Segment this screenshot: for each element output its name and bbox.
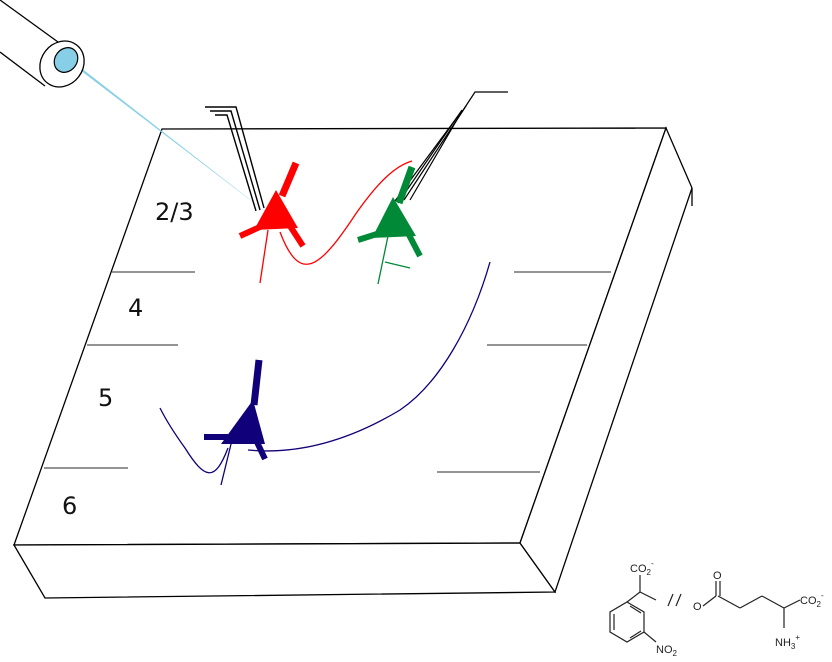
- layer-label-2-3: 2/3: [155, 198, 194, 226]
- electrode-left: [205, 106, 265, 212]
- caged-glutamate-structure: [609, 575, 801, 643]
- neuron-blue: [159, 261, 491, 486]
- blue-soma: [221, 400, 265, 444]
- slice-side-face: [519, 126, 693, 594]
- red-soma: [254, 190, 298, 230]
- objective-body-top: [0, 0, 59, 43]
- bond-ca-co2: [783, 599, 801, 609]
- slice-front-face: [12, 542, 557, 599]
- layer-label-5: 5: [98, 384, 113, 412]
- layer-boundaries: [44, 271, 611, 473]
- bond-chain-3: [761, 595, 785, 609]
- bond-ch-cage: [639, 591, 657, 601]
- layer-label-4: 4: [128, 294, 143, 322]
- bond-chain-1: [717, 595, 741, 609]
- red-basal-dendrite-right: [287, 224, 306, 248]
- green-basal-dendrite-left: [357, 230, 381, 243]
- green-apical-dendrite: [395, 165, 416, 205]
- green-soma: [372, 197, 416, 238]
- cleavage-mark-1: [667, 593, 674, 607]
- blue-basal-dendrite-right: [253, 438, 268, 461]
- brain-slice: [12, 126, 693, 599]
- bond-o-c: [702, 595, 717, 607]
- neuron-green: [357, 165, 423, 285]
- red-apical-dendrite: [278, 161, 300, 198]
- blue-axon-left: [159, 407, 229, 474]
- red-basal-dendrite-left: [238, 223, 264, 239]
- label-ester-o: O: [693, 601, 702, 613]
- green-axon-branch: [384, 261, 411, 269]
- label-amine: NH3+: [775, 633, 800, 651]
- bond-ring-no2: [643, 631, 657, 643]
- bond-chain-2: [739, 595, 763, 609]
- cleavage-mark-2: [675, 593, 682, 607]
- benzene-ring: [609, 601, 645, 643]
- green-axon: [377, 235, 389, 285]
- label-carbonyl-o: O: [713, 570, 722, 582]
- green-basal-dendrite-right: [405, 231, 423, 258]
- label-carboxylate-left: CO2-: [630, 559, 654, 577]
- red-axon-down: [259, 229, 269, 284]
- label-nitro: NO2: [656, 644, 678, 658]
- layer-label-6: 6: [62, 492, 77, 520]
- red-axon: [279, 160, 413, 265]
- objective-lens-inner: [53, 47, 79, 73]
- blue-axon-long: [247, 261, 491, 452]
- chemical-labels: CO2- NO2 O O CO2- NH3+: [630, 559, 824, 658]
- light-beam: [58, 50, 266, 212]
- label-carboxylate-right: CO2-: [800, 591, 824, 609]
- bond-ring-ch: [626, 591, 641, 603]
- blue-axon-down: [220, 439, 233, 486]
- objective-body-bottom: [0, 51, 46, 87]
- neuron-red: [238, 160, 413, 284]
- light-source: [0, 0, 266, 212]
- blue-apical-dendrite: [250, 359, 263, 406]
